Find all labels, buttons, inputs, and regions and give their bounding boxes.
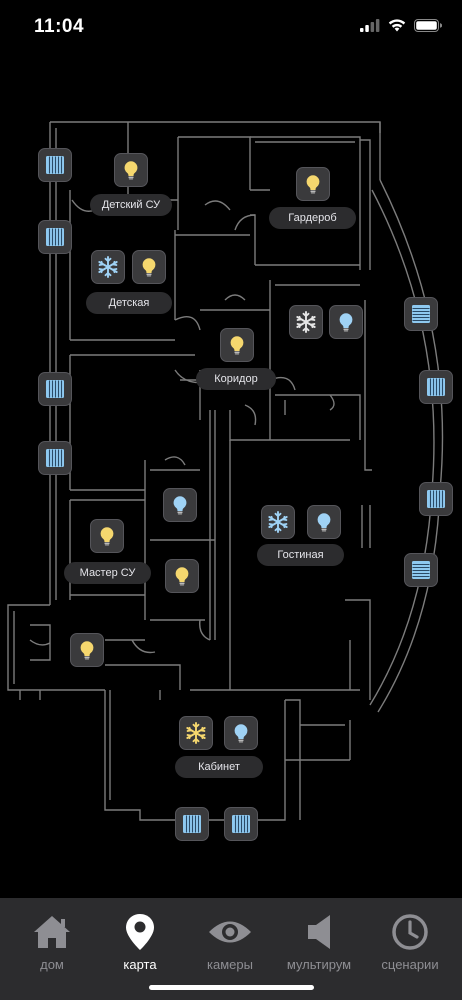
room-label-detsky-su[interactable]: Детский СУ	[90, 194, 172, 216]
lightbulb-on-icon[interactable]	[165, 559, 199, 593]
status-time: 11:04	[34, 16, 85, 37]
eye-icon	[209, 921, 251, 943]
lightbulb-on-icon[interactable]	[114, 153, 148, 187]
lightbulb-on-icon[interactable]	[70, 633, 104, 667]
room-label-gostinaya[interactable]: Гостиная	[257, 544, 344, 566]
home-icon	[34, 916, 70, 948]
tab-home[interactable]: дом	[6, 912, 98, 972]
map-pin-icon	[126, 914, 154, 950]
blinds-icon[interactable]	[38, 148, 72, 182]
room-label-detskaya[interactable]: Детская	[86, 292, 172, 314]
battery-icon	[414, 19, 442, 32]
blinds-icon[interactable]	[404, 553, 438, 587]
tab-bar: дом карта камеры мультирум	[0, 898, 462, 1000]
lightbulb-blue-icon[interactable]	[307, 505, 341, 539]
snowflake-blue-icon[interactable]	[91, 250, 125, 284]
blinds-icon[interactable]	[175, 807, 209, 841]
tab-label: карта	[123, 957, 157, 972]
blinds-icon[interactable]	[404, 297, 438, 331]
tab-multiroom[interactable]: мультирум	[273, 912, 365, 972]
lightbulb-on-icon[interactable]	[90, 519, 124, 553]
room-label-garderob[interactable]: Гардероб	[269, 207, 356, 229]
status-icons	[360, 19, 442, 32]
blinds-icon[interactable]	[38, 372, 72, 406]
blinds-icon[interactable]	[38, 220, 72, 254]
blinds-icon[interactable]	[224, 807, 258, 841]
tab-label: сценарии	[381, 957, 439, 972]
clock-icon	[392, 914, 428, 950]
lightbulb-blue-icon[interactable]	[329, 305, 363, 339]
room-label-kabinet[interactable]: Кабинет	[175, 756, 263, 778]
blinds-icon[interactable]	[419, 370, 453, 404]
speaker-icon	[308, 915, 330, 949]
room-label-koridor[interactable]: Коридор	[196, 368, 276, 390]
lightbulb-blue-icon[interactable]	[224, 716, 258, 750]
tab-label: дом	[40, 957, 64, 972]
tab-label: камеры	[207, 957, 253, 972]
floor-plan	[7, 121, 444, 821]
lightbulb-on-icon[interactable]	[220, 328, 254, 362]
room-label-master-su[interactable]: Мастер СУ	[64, 562, 151, 584]
home-indicator[interactable]	[149, 985, 314, 990]
tab-label: мультирум	[286, 957, 352, 972]
blinds-icon[interactable]	[38, 441, 72, 475]
snowflake-blue-icon[interactable]	[261, 505, 295, 539]
blinds-icon[interactable]	[419, 482, 453, 516]
lightbulb-on-icon[interactable]	[132, 250, 166, 284]
cellular-signal-icon	[360, 19, 380, 32]
tab-map[interactable]: карта	[94, 912, 186, 972]
wifi-icon	[388, 19, 406, 32]
tab-scenarios[interactable]: сценарии	[364, 912, 456, 972]
lightbulb-on-icon[interactable]	[296, 167, 330, 201]
lightbulb-blue-icon[interactable]	[163, 488, 197, 522]
snowflake-blue-icon[interactable]	[289, 305, 323, 339]
tab-cameras[interactable]: камеры	[184, 912, 276, 972]
snowflake-yellow-icon[interactable]	[179, 716, 213, 750]
status-bar: 11:04	[0, 0, 462, 56]
